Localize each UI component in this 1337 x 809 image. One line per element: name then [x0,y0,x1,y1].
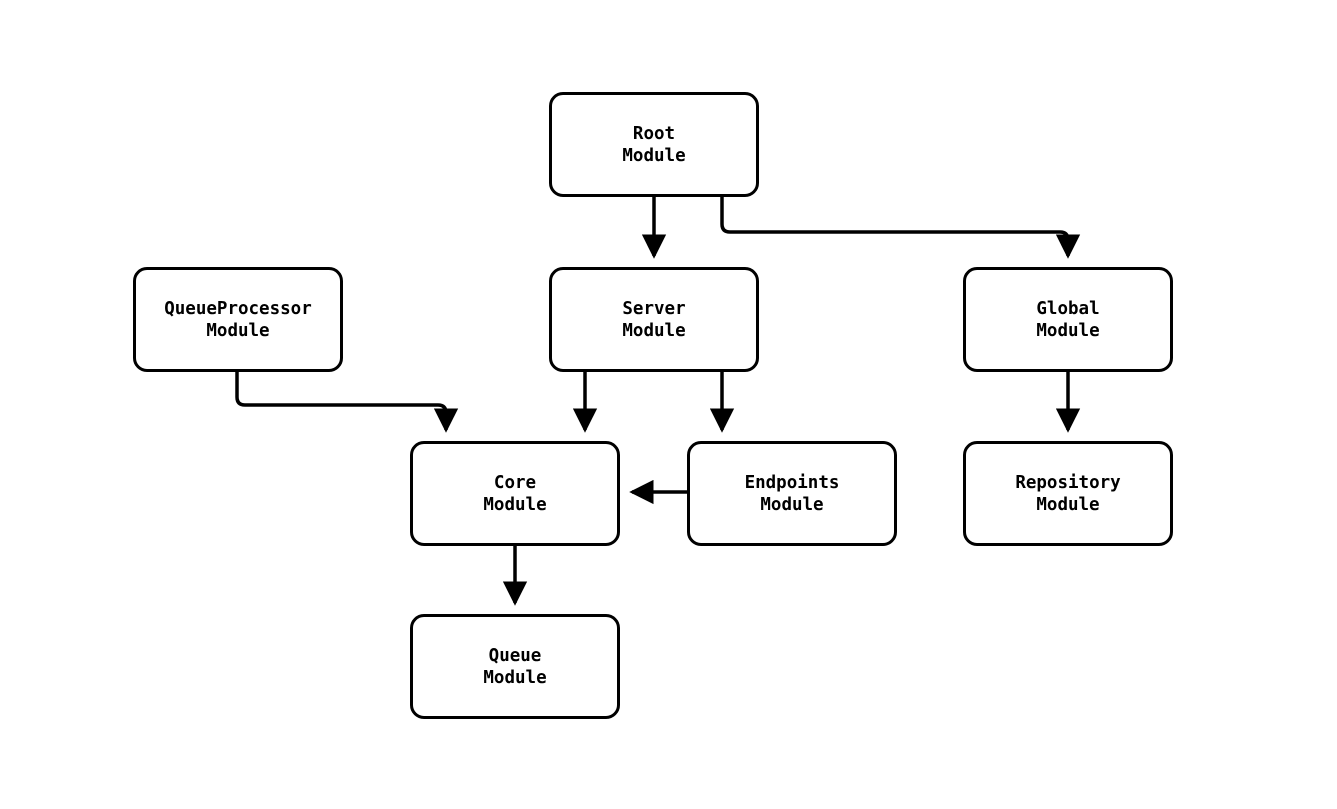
node-root-module-label: Root Module [622,123,686,166]
node-root-module[interactable]: Root Module [549,92,759,197]
node-core-module[interactable]: Core Module [410,441,620,546]
node-queueprocessor-module-label: QueueProcessor Module [164,298,312,341]
node-queue-module[interactable]: Queue Module [410,614,620,719]
node-server-module-label: Server Module [622,298,686,341]
node-global-module[interactable]: Global Module [963,267,1173,372]
node-queueprocessor-module[interactable]: QueueProcessor Module [133,267,343,372]
node-global-module-label: Global Module [1036,298,1100,341]
node-endpoints-module[interactable]: Endpoints Module [687,441,897,546]
node-repository-module[interactable]: Repository Module [963,441,1173,546]
node-endpoints-module-label: Endpoints Module [744,472,840,515]
edge-queueprocessor-to-core [235,372,459,433]
node-queue-module-label: Queue Module [483,645,547,688]
node-server-module[interactable]: Server Module [549,267,759,372]
node-repository-module-label: Repository Module [1015,472,1121,515]
node-core-module-label: Core Module [483,472,547,515]
edge-root-to-global [720,197,1081,259]
